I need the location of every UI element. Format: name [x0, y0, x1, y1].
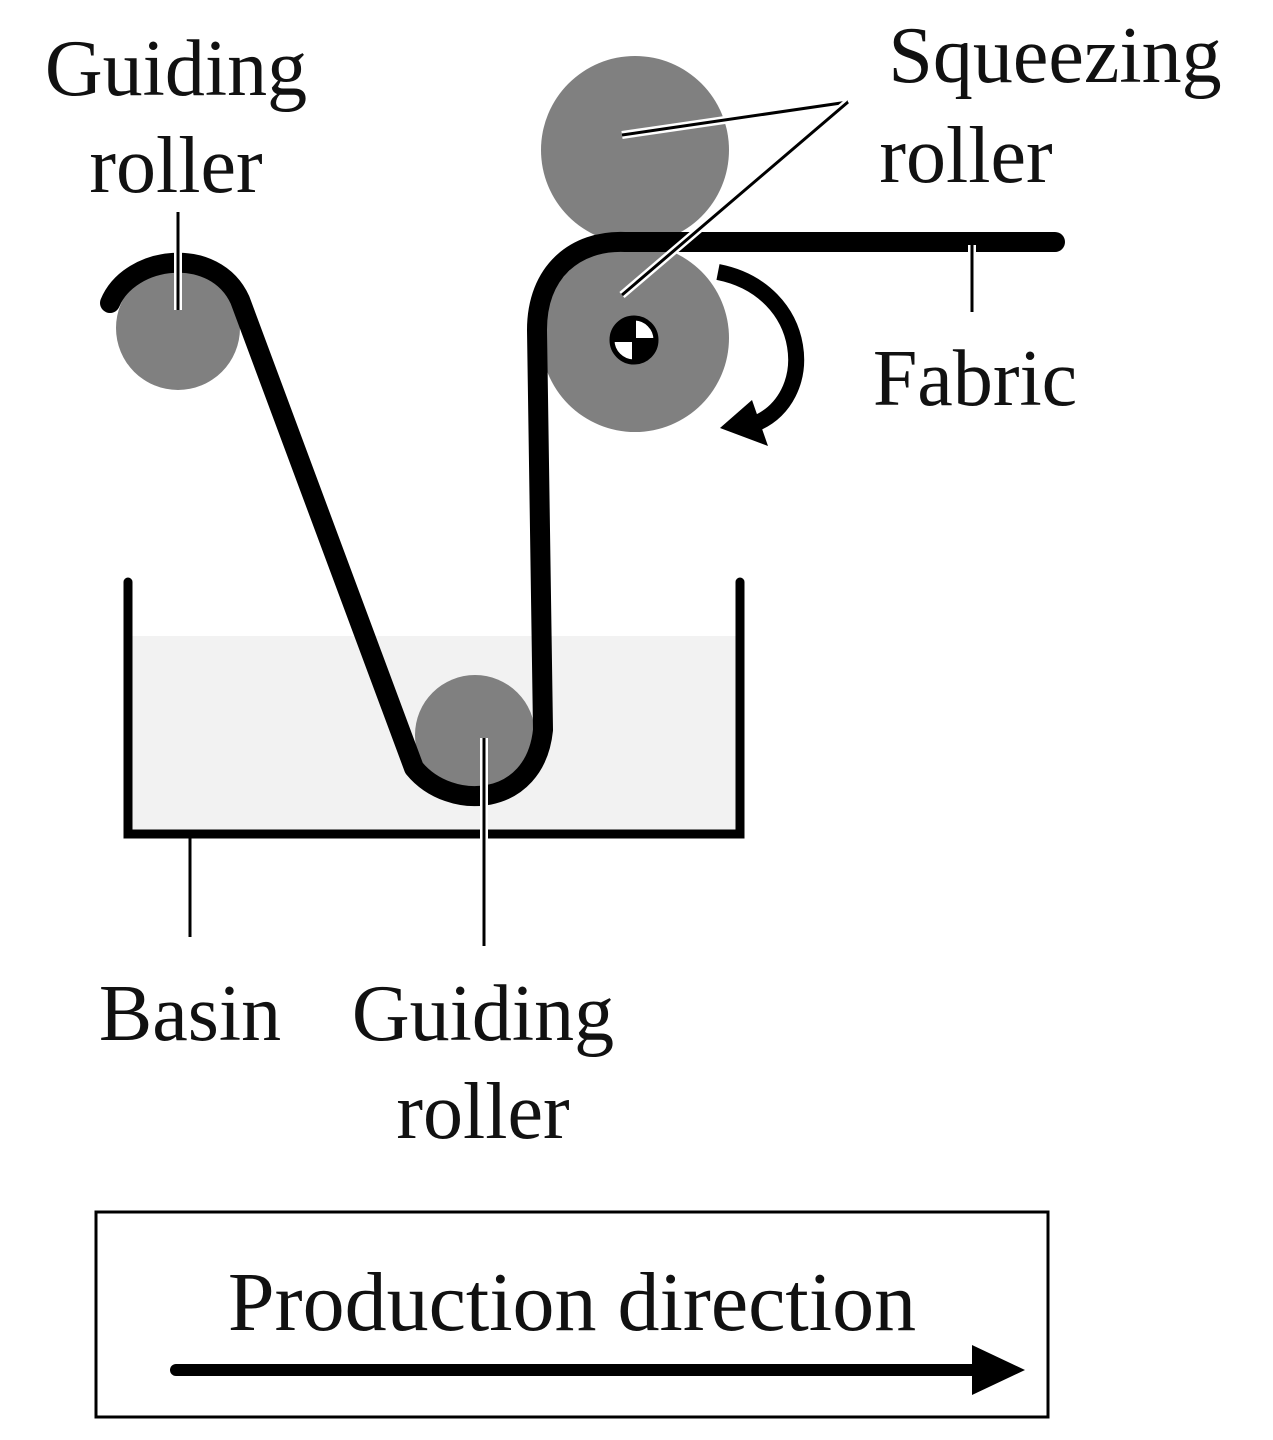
squeezing-roller-label-line2: roller [879, 112, 1052, 200]
guiding-roller-bottom [415, 675, 535, 795]
basin [123, 577, 745, 839]
production-direction-label: Production direction [228, 1256, 916, 1349]
guiding-roller-top-label-line2: roller [89, 122, 262, 210]
fabric-label: Fabric [873, 335, 1077, 423]
leader-lines [174, 98, 976, 946]
guiding-roller-top-label-line1: Guiding [45, 25, 307, 113]
production-direction-box [94, 1210, 1050, 1419]
guiding-roller-bottom-label-line1: Guiding [352, 970, 614, 1058]
guiding-roller-top [116, 266, 240, 390]
production-direction-arrow-icon [170, 1345, 1025, 1395]
basin-label: Basin [99, 970, 281, 1058]
squeezing-roller-upper [541, 56, 729, 244]
roller-center-mark-icon [609, 315, 659, 365]
guiding-roller-bottom-label-line2: roller [396, 1068, 569, 1156]
rotation-arrow-icon [716, 264, 805, 446]
squeezing-roller-label-line1: Squeezing [888, 12, 1221, 100]
